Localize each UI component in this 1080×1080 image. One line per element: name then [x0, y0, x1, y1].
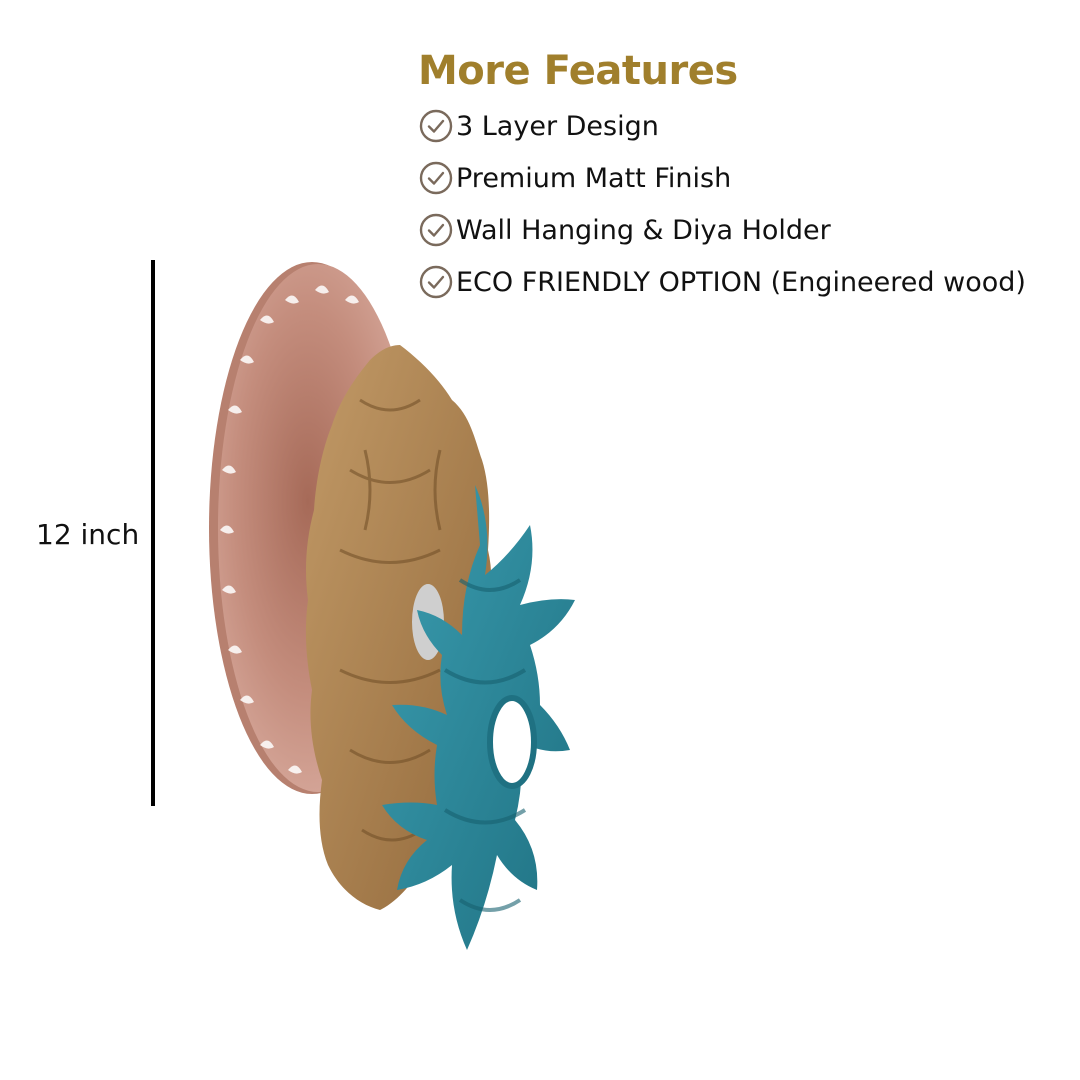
feature-label: 3 Layer Design — [456, 110, 659, 142]
product-image — [209, 262, 575, 950]
check-circle-icon — [419, 213, 453, 247]
feature-item-4: ECO FRIENDLY OPTION (Engineered wood) — [418, 256, 1026, 308]
check-circle-icon — [419, 265, 453, 299]
feature-label: ECO FRIENDLY OPTION (Engineered wood) — [456, 266, 1026, 298]
check-circle-icon — [419, 161, 453, 195]
feature-item-2: Premium Matt Finish — [418, 152, 1026, 204]
dimension-line — [151, 260, 155, 806]
feature-label: Wall Hanging & Diya Holder — [456, 214, 831, 246]
features-panel: More Features 3 Layer Design Premium Mat… — [418, 46, 1026, 308]
feature-item-3: Wall Hanging & Diya Holder — [418, 204, 1026, 256]
feature-label: Premium Matt Finish — [456, 162, 732, 194]
check-circle-icon — [419, 109, 453, 143]
feature-item-1: 3 Layer Design — [418, 100, 1026, 152]
features-title: More Features — [418, 48, 738, 94]
dimension-label: 12 inch — [36, 518, 140, 551]
front-layer — [382, 485, 575, 950]
